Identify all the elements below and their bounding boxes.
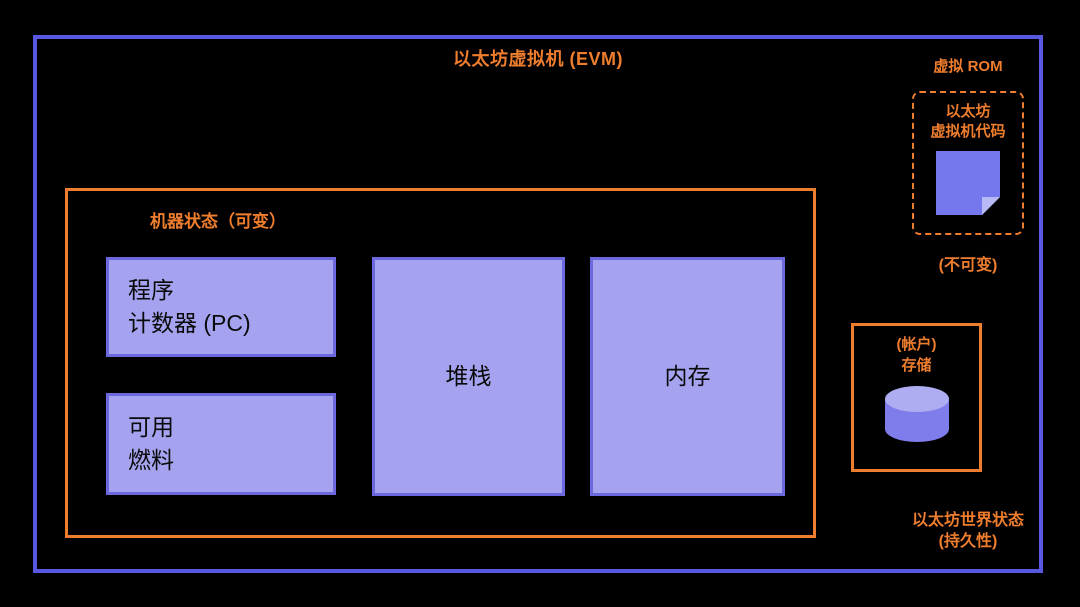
evm-title: 以太坊虚拟机 (EVM) [453, 49, 623, 69]
available-gas-label-line1: 可用 [128, 414, 174, 440]
program-counter-label-line2: 计数器 (PC) [128, 310, 251, 336]
available-gas-label-line2: 燃料 [128, 447, 174, 473]
storage-label-line1: (帐户) [896, 336, 937, 353]
program-counter-label-line1: 程序 [128, 277, 174, 303]
world-state-line1: 以太坊世界状态 [911, 512, 1024, 529]
stack-box: 堆栈 [372, 257, 565, 496]
database-cylinder-icon [884, 386, 949, 442]
note-icon [936, 151, 1000, 215]
account-storage-box: (帐户) 存储 [851, 323, 982, 472]
storage-label-line2: 存储 [901, 357, 932, 374]
evm-outer-frame [33, 35, 1043, 573]
program-counter-box: 程序 计数器 (PC) [106, 257, 336, 357]
stack-label: 堆栈 [445, 363, 492, 389]
virtual-rom-box: 以太坊 虚拟机代码 [912, 91, 1024, 235]
memory-box: 内存 [590, 257, 785, 496]
world-state-caption: 以太坊世界状态 (持久性) [853, 510, 1080, 552]
machine-state-label: 机器状态（可变） [150, 212, 286, 231]
rom-code-label-line1: 以太坊 [945, 103, 991, 120]
virtual-rom-label: 虚拟 ROM [933, 58, 1003, 75]
memory-label: 内存 [664, 363, 711, 389]
world-state-line2: (持久性) [938, 533, 998, 550]
available-gas-box: 可用 燃料 [106, 393, 336, 495]
rom-code-label-line2: 虚拟机代码 [930, 123, 1006, 140]
immutable-caption: (不可变) [938, 257, 998, 274]
machine-state-box: 机器状态（可变） 程序 计数器 (PC) 可用 燃料 堆栈 内存 [65, 188, 816, 538]
